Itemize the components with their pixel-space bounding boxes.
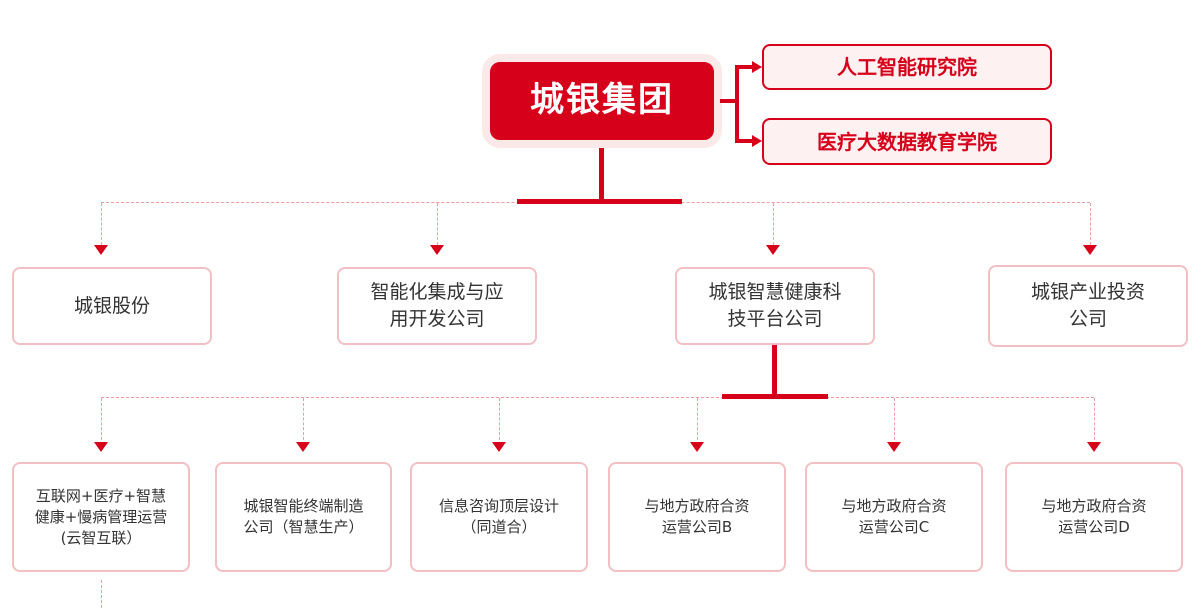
connector-root-down: [599, 148, 604, 204]
tier2-drop-line: [773, 203, 774, 245]
arrow-right-icon: [752, 135, 762, 147]
arrow-down-icon: [94, 245, 108, 255]
tier3-drop-line: [1094, 398, 1095, 440]
arrow-down-icon: [690, 442, 704, 452]
affiliate-node-ai-institute: 人工智能研究院: [762, 44, 1052, 90]
org-node-industry-investment: 城银产业投资 公司: [988, 265, 1188, 347]
org-node-label: 互联网+医疗+智慧 健康+慢病管理运营 (云智互联）: [34, 486, 168, 547]
tier3-drop-line: [894, 398, 895, 440]
arrow-down-icon: [887, 442, 901, 452]
org-node-label: 城银股份: [73, 294, 150, 317]
org-node-jv-company-d: 与地方政府合资 运营公司D: [1005, 462, 1183, 572]
tier2-solid-rail: [517, 199, 682, 204]
tier3-drop-line: [499, 398, 500, 440]
root-node: 城银集团: [482, 54, 722, 148]
arrow-down-icon: [94, 442, 108, 452]
org-node-internet-medical-health: 互联网+医疗+智慧 健康+慢病管理运营 (云智互联）: [12, 462, 190, 572]
tier2-drop-line: [1090, 203, 1091, 245]
org-node-terminal-manufacturing: 城银智能终端制造 公司（智慧生产）: [215, 462, 392, 572]
arrow-down-icon: [296, 442, 310, 452]
arrow-down-icon: [1083, 245, 1097, 255]
arrow-right-icon: [752, 61, 762, 73]
affiliate-node-medical-college: 医疗大数据教育学院: [762, 118, 1052, 165]
org-node-integration-dev: 智能化集成与应 用开发公司: [337, 267, 537, 345]
arrow-down-icon: [766, 245, 780, 255]
org-node-label: 信息咨询顶层设计 （同道合）: [438, 497, 559, 536]
org-node-jv-company-b: 与地方政府合资 运营公司B: [608, 462, 786, 572]
affiliate-label: 人工智能研究院: [837, 55, 977, 79]
connector-root-stub: [720, 99, 738, 103]
org-node-chengyin-shares: 城银股份: [12, 267, 212, 345]
root-node-label: 城银集团: [530, 80, 674, 121]
org-node-label: 城银智能终端制造 公司（智慧生产）: [243, 497, 364, 536]
tier3-solid-rail: [722, 394, 828, 399]
arrow-down-icon: [430, 245, 444, 255]
org-node-jv-company-c: 与地方政府合资 运营公司C: [805, 462, 983, 572]
affiliate-label: 医疗大数据教育学院: [817, 129, 997, 154]
org-node-label: 城银产业投资 公司: [1030, 281, 1145, 330]
connector-affiliate-arm-bottom: [735, 139, 753, 143]
connector-affiliate-vertical: [735, 65, 739, 143]
org-node-label: 与地方政府合资 运营公司C: [841, 497, 947, 536]
continuation-dashed-line: [101, 580, 102, 608]
connector-affiliate-arm-top: [735, 65, 753, 69]
org-node-label: 城银智慧健康科 技平台公司: [708, 281, 842, 330]
tier2-drop-line: [437, 203, 438, 245]
connector-platform-down: [772, 345, 777, 398]
arrow-down-icon: [1087, 442, 1101, 452]
tier3-drop-line: [101, 398, 102, 440]
tier3-drop-line: [697, 398, 698, 440]
tier2-drop-line: [101, 203, 102, 245]
org-node-label: 与地方政府合资 运营公司D: [1041, 497, 1147, 536]
arrow-down-icon: [492, 442, 506, 452]
tier3-dashed-rail: [101, 397, 1094, 398]
tier3-drop-line: [303, 398, 304, 440]
org-node-smart-health-platform: 城银智慧健康科 技平台公司: [675, 267, 875, 345]
org-node-label: 与地方政府合资 运营公司B: [644, 497, 750, 536]
org-node-label: 智能化集成与应 用开发公司: [370, 281, 504, 330]
org-node-consulting-design: 信息咨询顶层设计 （同道合）: [410, 462, 588, 572]
